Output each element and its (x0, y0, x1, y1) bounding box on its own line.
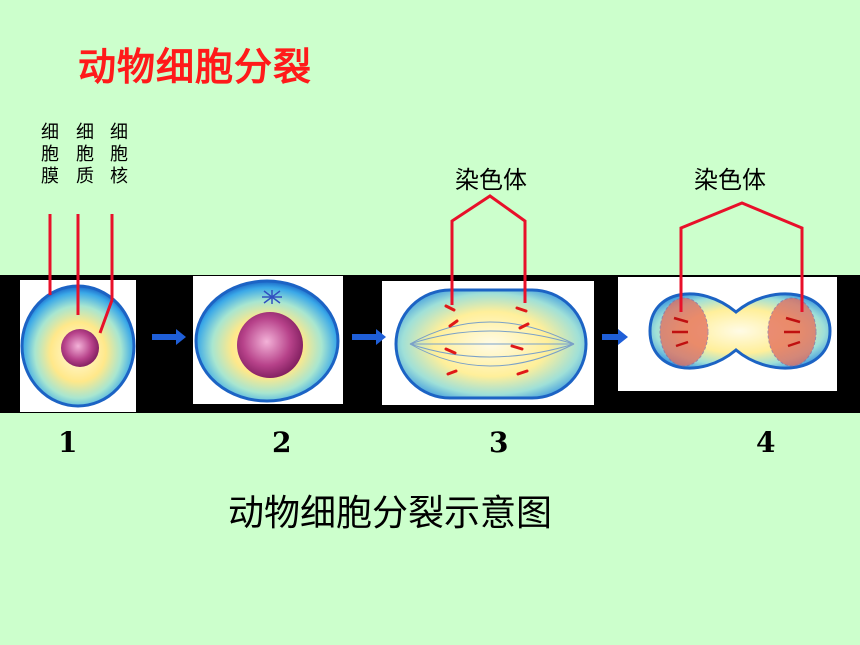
label-chromosome-stage3: 染色体 (455, 166, 527, 194)
pointer-chromosome-stage3 (450, 194, 527, 305)
cell-stage-2 (194, 279, 340, 403)
nucleus-stage-2 (237, 312, 303, 378)
stage-number-4: 4 (756, 426, 776, 459)
stage-number-2: 2 (272, 426, 292, 459)
nucleus-stage-1 (61, 329, 99, 367)
label-cytoplasm: 细胞质 (76, 122, 94, 187)
cell-stage-3 (394, 288, 588, 400)
arrow-1-2 (152, 329, 186, 345)
stage-number-3: 3 (489, 426, 509, 459)
stage-arrows (152, 329, 628, 345)
stage-number-1: 1 (58, 426, 78, 459)
arrow-2-3 (352, 329, 386, 345)
pointer-chromosome-stage4 (679, 201, 804, 312)
label-cell-membrane: 细胞膜 (41, 122, 59, 187)
label-chromosome-stage4: 染色体 (694, 166, 766, 194)
chromosomes-stage-4 (672, 316, 801, 348)
spindle-stage-3 (409, 321, 575, 367)
page-title: 动物细胞分裂 (78, 45, 313, 89)
pointer-lines (48, 194, 804, 334)
chromosomes-stage-3 (444, 304, 530, 376)
cell-stage-4 (648, 292, 832, 370)
label-nucleus: 细胞核 (110, 122, 128, 187)
arrow-3-4 (602, 329, 628, 345)
diagram-caption: 动物细胞分裂示意图 (228, 493, 553, 534)
pointer-nucleus (98, 299, 114, 334)
centrosome-stage-2 (262, 290, 282, 304)
